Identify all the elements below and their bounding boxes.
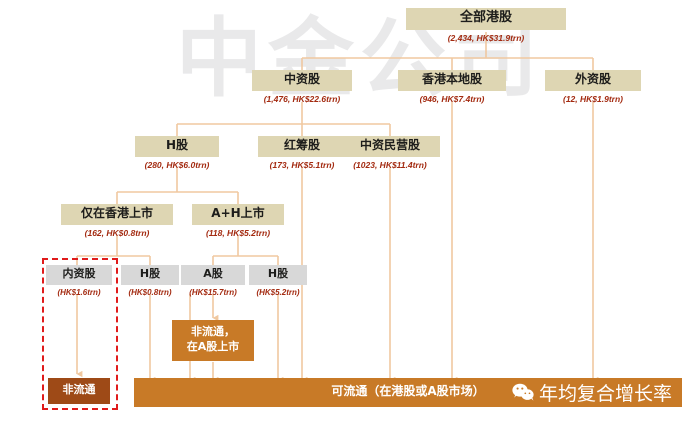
node-h-only-value: (HK$0.8trn)	[128, 287, 172, 297]
node-hk-only[interactable]: 仅在香港上市 (162, HK$0.8trn)	[61, 204, 173, 238]
node-h-only-label: H股	[121, 265, 179, 285]
node-foreign[interactable]: 外资股 (12, HK$1.9trn)	[545, 70, 641, 104]
node-private-value: (1023, HK$11.4trn)	[353, 159, 427, 170]
node-h-shares-value: (280, HK$6.0trn)	[144, 159, 210, 170]
node-hk-only-label: 仅在香港上市	[61, 204, 173, 225]
node-a-plus-h-label: A+H上市	[192, 204, 284, 225]
node-hk-local-value: (946, HK$7.4trn)	[419, 93, 485, 104]
node-all-hk-label: 全部港股	[406, 8, 566, 30]
node-domestic[interactable]: 内资股 (HK$1.6trn)	[46, 265, 112, 297]
node-h-of-ah-label: H股	[249, 265, 307, 285]
node-a-share-value: (HK$15.7trn)	[189, 287, 237, 297]
node-hk-local[interactable]: 香港本地股 (946, HK$7.4trn)	[398, 70, 506, 104]
node-non-circulating-a-listed[interactable]: 非流通， 在A股上市	[172, 320, 254, 361]
node-non-circ-a-line2: 在A股上市	[186, 339, 240, 353]
node-circulating-bar[interactable]: 可流通（在港股或A股市场）	[134, 378, 682, 407]
node-domestic-value: (HK$1.6trn)	[57, 287, 101, 297]
node-china-stocks-value: (1,476, HK$22.6trn)	[263, 93, 341, 104]
node-h-shares-label: H股	[135, 136, 219, 157]
node-a-plus-h[interactable]: A+H上市 (118, HK$5.2trn)	[192, 204, 284, 238]
node-private-label: 中资民营股	[340, 136, 440, 157]
node-red-chips-value: (173, HK$5.1trn)	[269, 159, 335, 170]
node-h-of-ah-value: (HK$5.2trn)	[256, 287, 300, 297]
node-foreign-label: 外资股	[545, 70, 641, 91]
node-circulating-label: 可流通（在港股或A股市场）	[134, 378, 682, 407]
node-foreign-value: (12, HK$1.9trn)	[563, 93, 623, 104]
wechat-icon	[512, 383, 534, 401]
node-hk-only-value: (162, HK$0.8trn)	[84, 227, 150, 238]
node-h-of-ah[interactable]: H股 (HK$5.2trn)	[249, 265, 307, 297]
node-all-hk[interactable]: 全部港股 (2,434, HK$31.9trn)	[406, 8, 566, 43]
node-h-only[interactable]: H股 (HK$0.8trn)	[121, 265, 179, 297]
node-non-circulating-label: 非流通	[48, 378, 110, 404]
node-non-circ-a-line1: 非流通，	[191, 325, 235, 338]
node-china-stocks-label: 中资股	[252, 70, 352, 91]
node-non-circulating[interactable]: 非流通	[48, 378, 110, 404]
node-red-chips[interactable]: 红筹股 (173, HK$5.1trn)	[258, 136, 346, 170]
node-red-chips-label: 红筹股	[258, 136, 346, 157]
node-a-plus-h-value: (118, HK$5.2trn)	[205, 227, 271, 238]
wechat-watermark: 年均复合增长率	[512, 379, 672, 406]
node-private[interactable]: 中资民营股 (1023, HK$11.4trn)	[340, 136, 440, 170]
non-circulating-highlight	[42, 258, 118, 410]
node-domestic-label: 内资股	[46, 265, 112, 285]
node-all-hk-value: (2,434, HK$31.9trn)	[447, 32, 525, 43]
node-h-shares[interactable]: H股 (280, HK$6.0trn)	[135, 136, 219, 170]
node-a-share-label: A股	[181, 265, 245, 285]
node-hk-local-label: 香港本地股	[398, 70, 506, 91]
node-a-share[interactable]: A股 (HK$15.7trn)	[181, 265, 245, 297]
wechat-watermark-label: 年均复合增长率	[539, 383, 673, 405]
node-china-stocks[interactable]: 中资股 (1,476, HK$22.6trn)	[252, 70, 352, 104]
